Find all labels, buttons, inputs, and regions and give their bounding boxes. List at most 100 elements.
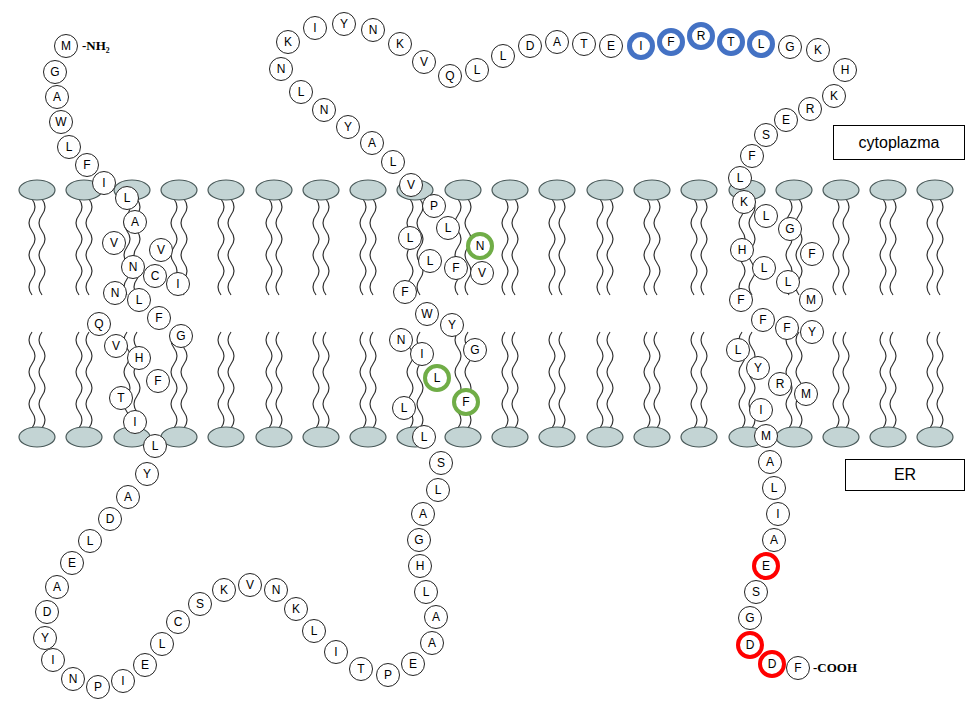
amino-acid-circle: L	[491, 44, 515, 68]
node-text: L	[761, 262, 768, 274]
amino-acid-circle: S	[744, 580, 768, 604]
node-text: V	[407, 179, 415, 191]
node-text: F	[452, 262, 459, 274]
node-text: D	[43, 606, 52, 618]
amino-acid-circle: H	[127, 346, 151, 370]
node-text: K	[284, 36, 292, 48]
node-text: H	[841, 64, 850, 76]
node-text: L	[445, 222, 452, 234]
amino-acid-circle: W	[49, 110, 73, 134]
node-text: L	[758, 38, 765, 50]
amino-acid-circle: L	[418, 249, 442, 273]
node-text: R	[776, 378, 785, 390]
node-text: N	[69, 673, 78, 685]
node-text: Y	[340, 18, 348, 30]
node-text: G	[785, 41, 794, 53]
node-text: A	[553, 36, 561, 48]
node-text: A	[432, 611, 440, 623]
node-text: D	[526, 40, 535, 52]
amino-acid-circle: Q	[438, 64, 462, 88]
node-text: N	[320, 104, 329, 116]
amino-acid-circle: L	[302, 619, 326, 643]
node-text: L	[87, 535, 94, 547]
amino-acid-circle: R	[798, 97, 822, 121]
amino-acid-circle: P	[422, 194, 446, 218]
amino-acid-circle: H	[833, 58, 857, 82]
node-text: G	[745, 612, 754, 624]
node-text: D	[106, 513, 115, 525]
node-text: C	[174, 616, 183, 628]
node-text: L	[434, 372, 441, 384]
node-text: L	[421, 431, 428, 443]
amino-acid-circle: D	[35, 600, 59, 624]
amino-acid-circle: K	[388, 32, 412, 56]
node-text: K	[814, 44, 822, 56]
amino-acid-circle: S	[429, 451, 453, 475]
node-text: E	[409, 658, 417, 670]
amino-acid-circle: F	[800, 242, 824, 266]
amino-acid-circle: C	[143, 264, 167, 288]
amino-acid-circle: L	[150, 632, 174, 656]
amino-acid-circle: T	[109, 386, 133, 410]
node-text: F	[154, 375, 161, 387]
amino-acid-circle: G	[407, 528, 431, 552]
terminus-label: -NH₂	[82, 38, 110, 54]
node-text: R	[697, 30, 706, 42]
node-text: I	[639, 40, 642, 52]
amino-acid-circle: M	[799, 288, 823, 312]
node-text: G	[785, 223, 794, 235]
node-text: N	[369, 24, 378, 36]
amino-acid-circle: A	[116, 485, 140, 509]
amino-acid-circle: L	[762, 476, 786, 500]
amino-acid-circle: A	[545, 30, 569, 54]
amino-acid-circle: L	[752, 256, 776, 280]
node-text: E	[782, 114, 790, 126]
amino-acid-circle: L	[289, 80, 313, 104]
amino-acid-circle: M	[54, 34, 78, 58]
amino-acid-circle: I	[303, 16, 327, 40]
node-text: D	[768, 658, 777, 670]
node-text: G	[176, 330, 185, 342]
amino-acid-circle: L	[726, 338, 750, 362]
node-text: A	[124, 491, 132, 503]
node-text: N	[111, 287, 120, 299]
amino-acid-circle: L	[747, 30, 775, 58]
node-text: ER	[894, 465, 916, 484]
node-text: A	[428, 637, 436, 649]
node-text: V	[157, 244, 165, 256]
amino-acid-circle: T	[349, 657, 373, 681]
amino-acid-circle: V	[238, 573, 262, 597]
node-text: C	[151, 270, 160, 282]
amino-acid-circle: L	[423, 364, 451, 392]
amino-acid-circle: G	[738, 606, 762, 630]
amino-acid-circle: N	[264, 578, 288, 602]
amino-acid-circle: Y	[33, 626, 57, 650]
amino-acid-circle: E	[599, 34, 623, 58]
node-text: K	[830, 90, 838, 102]
node-text: G	[414, 534, 423, 546]
amino-acid-circle: A	[424, 605, 448, 629]
node-text: Y	[41, 632, 49, 644]
amino-acid-circle: L	[776, 270, 800, 294]
node-text: L	[735, 344, 742, 356]
node-text: N	[476, 240, 485, 252]
amino-acid-circle: L	[57, 135, 81, 159]
node-text: S	[437, 457, 445, 469]
amino-acid-circle: L	[127, 288, 151, 312]
node-text: F	[794, 662, 801, 674]
amino-acid-circle: Q	[87, 312, 111, 336]
amino-acid-circle: A	[123, 210, 147, 234]
amino-acid-circle: I	[166, 272, 190, 296]
amino-acid-circle: N	[389, 328, 413, 352]
amino-acid-circle: I	[749, 398, 773, 422]
amino-acid-circle: F	[740, 144, 764, 168]
amino-acid-circle: N	[61, 667, 85, 691]
node-text: Q	[445, 70, 454, 82]
amino-acid-circle: I	[766, 502, 790, 526]
amino-acid-circle: V	[470, 261, 494, 285]
node-text: cytoplazma	[859, 133, 940, 152]
node-text: N	[129, 261, 138, 273]
amino-acid-circle: S	[754, 123, 778, 147]
node-text: L	[435, 484, 442, 496]
amino-acid-circle: K	[806, 38, 830, 62]
